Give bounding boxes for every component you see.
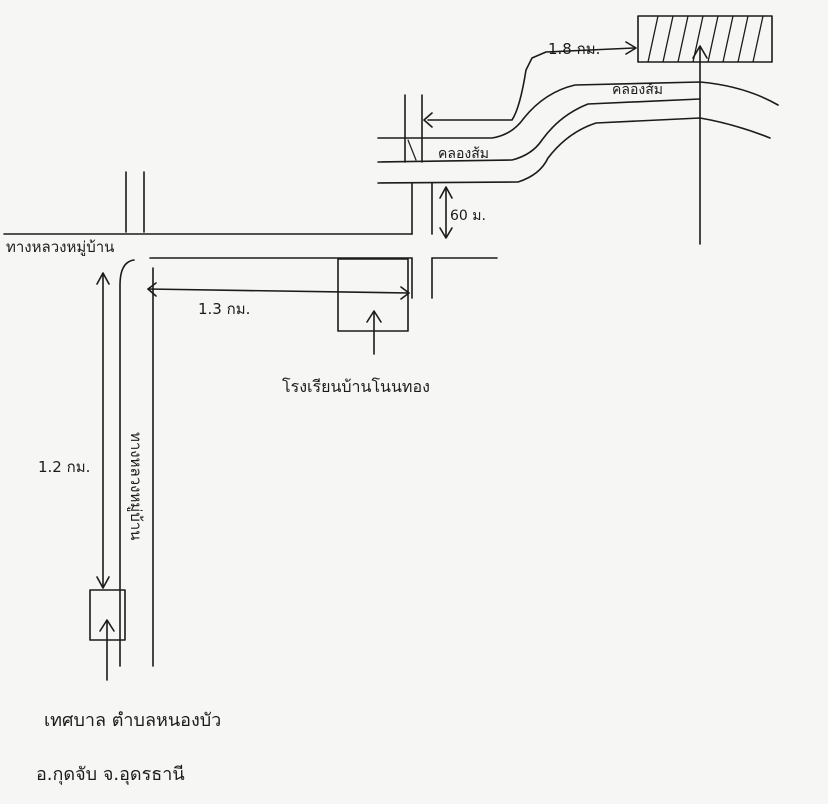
dimension-north [423,41,637,128]
distance-label-north: 1.8 กม. [548,40,600,58]
dimension-south [96,272,110,589]
road-edge [119,259,135,667]
road-edge [377,117,771,184]
destination-building [637,15,773,245]
distance-label-south: 1.2 กม. [38,458,90,476]
dim-arrowhead [96,576,110,589]
dim-arrowhead [439,227,453,239]
start-pointer-arrowhead [99,619,115,632]
start-building [89,589,126,681]
school-pointer-arrowhead [366,310,382,323]
dim-arrowhead [439,186,453,199]
school-label: โรงเรียนบ้านโนนทอง [282,377,430,396]
school-outline [337,258,409,332]
location-line-1: เทศบาล ตำบลหนองบัว [44,710,221,731]
dimension-side [439,186,453,239]
dim-arrowhead [147,282,157,297]
vertical-road [119,171,154,667]
dim-arrowhead [625,41,637,55]
road-label-west: ทางหลวงหมู่บ้าน [6,238,114,256]
dim-line [147,288,410,294]
building-outline [637,15,773,63]
dim-arrowhead [400,286,410,300]
dim-line [427,47,635,121]
distance-label-middle: 1.3 กม. [198,300,250,318]
horizontal-road [3,182,498,299]
dim-arrowhead [423,112,433,128]
school-building [337,258,409,355]
upper-road [377,81,779,184]
road-label-vertical: ทางหลวงหมู่บ้าน [127,432,145,540]
dim-arrowhead [96,272,110,285]
road-tick [407,139,417,161]
canal-label-upper: คลองส้ม [612,82,663,98]
location-line-2: อ.กุดจับ จ.อุดรธานี [36,764,185,785]
canal-label-lower: คลองส้ม [438,146,489,162]
pointer-arrowhead [692,45,708,59]
distance-label-side: 60 ม. [450,208,486,224]
road-edge [377,81,779,139]
road-edge [377,98,701,163]
dimension-middle [147,282,410,300]
